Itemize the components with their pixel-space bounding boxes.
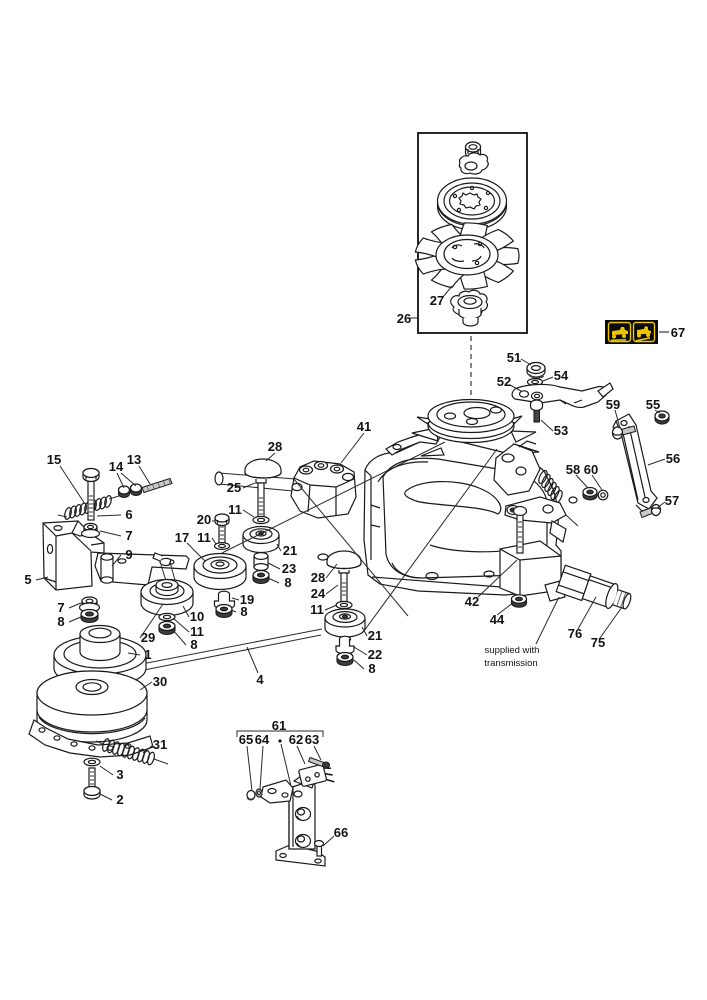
svg-text:11: 11 [310, 602, 324, 617]
svg-text:61: 61 [272, 718, 286, 733]
svg-text:21: 21 [368, 628, 382, 643]
svg-text:57: 57 [665, 493, 679, 508]
svg-text:41: 41 [357, 419, 371, 434]
svg-text:11: 11 [228, 502, 242, 517]
svg-text:7: 7 [57, 600, 64, 615]
svg-text:25: 25 [227, 480, 241, 495]
svg-text:53: 53 [554, 423, 568, 438]
svg-text:51: 51 [507, 350, 521, 365]
svg-text:23: 23 [282, 561, 296, 576]
svg-text:supplied with: supplied with [485, 645, 540, 656]
svg-text:9: 9 [125, 547, 132, 562]
svg-text:44: 44 [490, 612, 505, 627]
svg-text:8: 8 [284, 575, 291, 590]
svg-text:22: 22 [368, 647, 382, 662]
svg-text:28: 28 [311, 570, 325, 585]
svg-text:31: 31 [153, 737, 167, 752]
svg-text:15: 15 [47, 452, 61, 467]
svg-text:60: 60 [584, 462, 598, 477]
svg-text:21: 21 [283, 543, 297, 558]
svg-text:2: 2 [116, 792, 123, 807]
svg-text:8: 8 [57, 614, 64, 629]
svg-text:3: 3 [116, 767, 123, 782]
svg-text:29: 29 [141, 630, 155, 645]
svg-text:66: 66 [334, 825, 348, 840]
svg-text:28: 28 [268, 439, 282, 454]
svg-text:14: 14 [109, 459, 124, 474]
svg-text:64: 64 [255, 732, 270, 747]
svg-text:6: 6 [125, 507, 132, 522]
svg-text:58: 58 [566, 462, 580, 477]
svg-text:8: 8 [190, 637, 197, 652]
svg-text:26: 26 [397, 311, 411, 326]
svg-text:75: 75 [591, 635, 605, 650]
svg-text:13: 13 [127, 452, 141, 467]
svg-text:56: 56 [666, 451, 680, 466]
svg-text:5: 5 [24, 572, 31, 587]
svg-text:76: 76 [568, 626, 582, 641]
svg-text:7: 7 [125, 528, 132, 543]
svg-text:11: 11 [190, 624, 204, 639]
svg-text:11: 11 [197, 530, 211, 545]
svg-text:54: 54 [554, 368, 569, 383]
svg-text:24: 24 [311, 586, 326, 601]
svg-text:1: 1 [144, 647, 151, 662]
svg-text:27: 27 [430, 293, 444, 308]
svg-text:42: 42 [465, 594, 479, 609]
svg-text:59: 59 [606, 397, 620, 412]
svg-text:65: 65 [239, 732, 253, 747]
svg-text:30: 30 [153, 674, 167, 689]
svg-text:8: 8 [240, 604, 247, 619]
svg-text:8: 8 [368, 661, 375, 676]
svg-text:transmission: transmission [484, 658, 537, 669]
svg-text:17: 17 [175, 530, 189, 545]
svg-text:4: 4 [256, 672, 264, 687]
svg-text:55: 55 [646, 397, 660, 412]
svg-text:67: 67 [671, 325, 685, 340]
svg-text:62: 62 [289, 732, 303, 747]
svg-text:63: 63 [305, 732, 319, 747]
svg-text:52: 52 [497, 374, 511, 389]
svg-text:19: 19 [240, 592, 254, 607]
svg-text:20: 20 [197, 512, 211, 527]
svg-text:10: 10 [190, 609, 204, 624]
